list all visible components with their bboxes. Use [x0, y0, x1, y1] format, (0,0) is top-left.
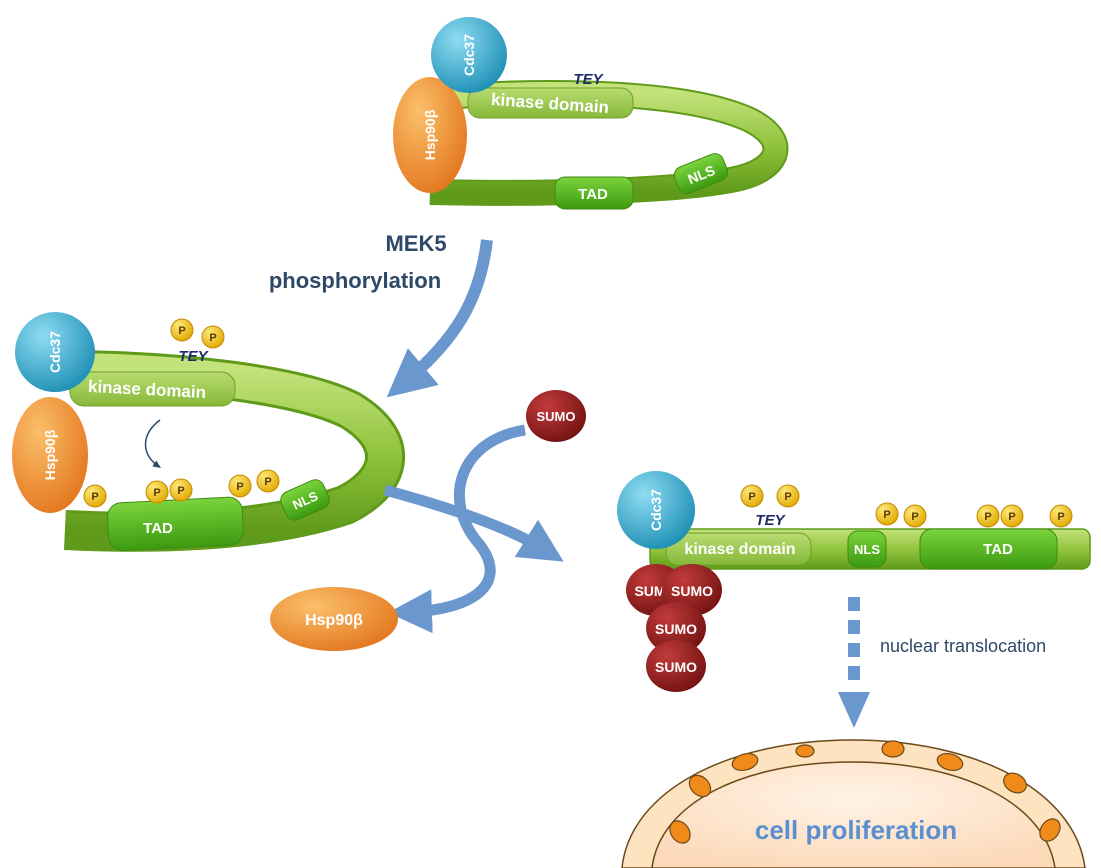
kinase-domain-block	[665, 532, 812, 566]
tey-label: TEY	[755, 512, 786, 529]
phospho-group: P	[228, 474, 252, 498]
phospho-group: P	[1049, 504, 1073, 528]
kinase-domain-block	[467, 87, 634, 119]
hsp90-label: Hsp90β	[422, 109, 438, 160]
svg-text:P: P	[748, 491, 755, 503]
svg-text:P: P	[236, 481, 243, 493]
nuclear-pore	[669, 740, 1061, 844]
svg-text:P: P	[91, 491, 98, 503]
free-sumo-label: SUMO	[537, 409, 576, 424]
phospho-group: P	[776, 484, 800, 508]
hsp90-label: Hsp90β	[42, 429, 58, 480]
tad-label: TAD	[143, 520, 173, 537]
kinase-domain-label: kinase domain	[684, 541, 795, 558]
cdc37-label: Cdc37	[461, 34, 477, 76]
svg-text:P: P	[178, 325, 185, 337]
hsp90-release-arrow	[388, 424, 526, 634]
cdc37-label: Cdc37	[47, 331, 63, 373]
autophosphorylation-arrow	[144, 419, 161, 469]
svg-text:P: P	[784, 491, 791, 503]
phospho-group: P	[83, 484, 107, 508]
tey-label: TEY	[178, 348, 209, 365]
mek5-label: MEK5	[385, 231, 446, 256]
tad-domain	[107, 496, 244, 552]
nls-domain	[280, 479, 330, 521]
phospho-group: P	[201, 325, 225, 349]
sumo-label-partial: SUM	[634, 583, 665, 599]
phospho-group: P	[1000, 504, 1024, 528]
sumo-protein	[646, 602, 706, 654]
dashed-arrow	[838, 597, 870, 728]
svg-text:P: P	[153, 487, 160, 499]
mek5-arrow	[386, 239, 493, 398]
hsp90-protein	[12, 397, 88, 513]
phospho-group: P	[976, 504, 1000, 528]
tad-domain	[554, 176, 634, 210]
phosphorylated-erk5: kinase domain TEY TAD NLS P P P P P P P …	[12, 312, 406, 552]
svg-text:P: P	[911, 511, 918, 523]
active-erk5: kinase domain TEY NLS TAD P P P P P P P …	[617, 471, 1091, 692]
svg-text:P: P	[984, 511, 991, 523]
inactive-erk5: kinase domain TEY TAD NLS Hsp90β Cdc37	[393, 17, 789, 210]
tey-label: TEY	[573, 71, 604, 88]
phospho-group: P	[145, 480, 169, 504]
cdc37-protein	[617, 471, 695, 549]
nls-domain	[847, 530, 887, 568]
phospho-group: P	[170, 318, 194, 342]
exchange-step: SUMO Hsp90β	[270, 390, 586, 651]
cdc37-protein	[431, 17, 507, 93]
sumo-label: SUMO	[655, 621, 697, 637]
free-sumo	[526, 390, 586, 442]
tad-label: TAD	[578, 186, 608, 203]
svg-text:P: P	[264, 476, 271, 488]
sumo-protein	[646, 640, 706, 692]
nls-domain	[673, 153, 729, 195]
svg-text:P: P	[1008, 511, 1015, 523]
nucleus: cell proliferation	[621, 739, 1086, 868]
mek5-phosphorylation-step: MEK5 phosphorylation	[269, 231, 493, 398]
cdc37-protein	[15, 312, 95, 392]
svg-text:P: P	[883, 509, 890, 521]
svg-text:P: P	[209, 332, 216, 344]
released-hsp90	[270, 587, 398, 651]
nuclear-translocation-step: nuclear translocation	[838, 597, 1046, 728]
svg-text:P: P	[177, 485, 184, 497]
nls-label: NLS	[854, 542, 880, 557]
phospho-group: P	[256, 469, 280, 493]
hsp90-protein	[393, 77, 467, 193]
phospho-group: P	[740, 484, 764, 508]
cdc37-label: Cdc37	[648, 489, 664, 531]
nuclear-envelope-inner	[651, 761, 1056, 868]
phospho-group: P	[169, 478, 193, 502]
tad-domain	[919, 528, 1058, 570]
tad-label: TAD	[983, 541, 1013, 558]
nuclear-translocation-label: nuclear translocation	[880, 636, 1046, 656]
cell-proliferation-label: cell proliferation	[755, 815, 957, 845]
sumo-label: SUMO	[671, 583, 713, 599]
translocation-arrow	[383, 484, 564, 562]
phospho-group: P	[875, 502, 899, 526]
sumo-label: SUMO	[655, 659, 697, 675]
phospho-group: P	[903, 504, 927, 528]
released-hsp90-label: Hsp90β	[305, 612, 363, 629]
svg-text:P: P	[1057, 511, 1064, 523]
phosphorylation-label: phosphorylation	[269, 268, 441, 293]
